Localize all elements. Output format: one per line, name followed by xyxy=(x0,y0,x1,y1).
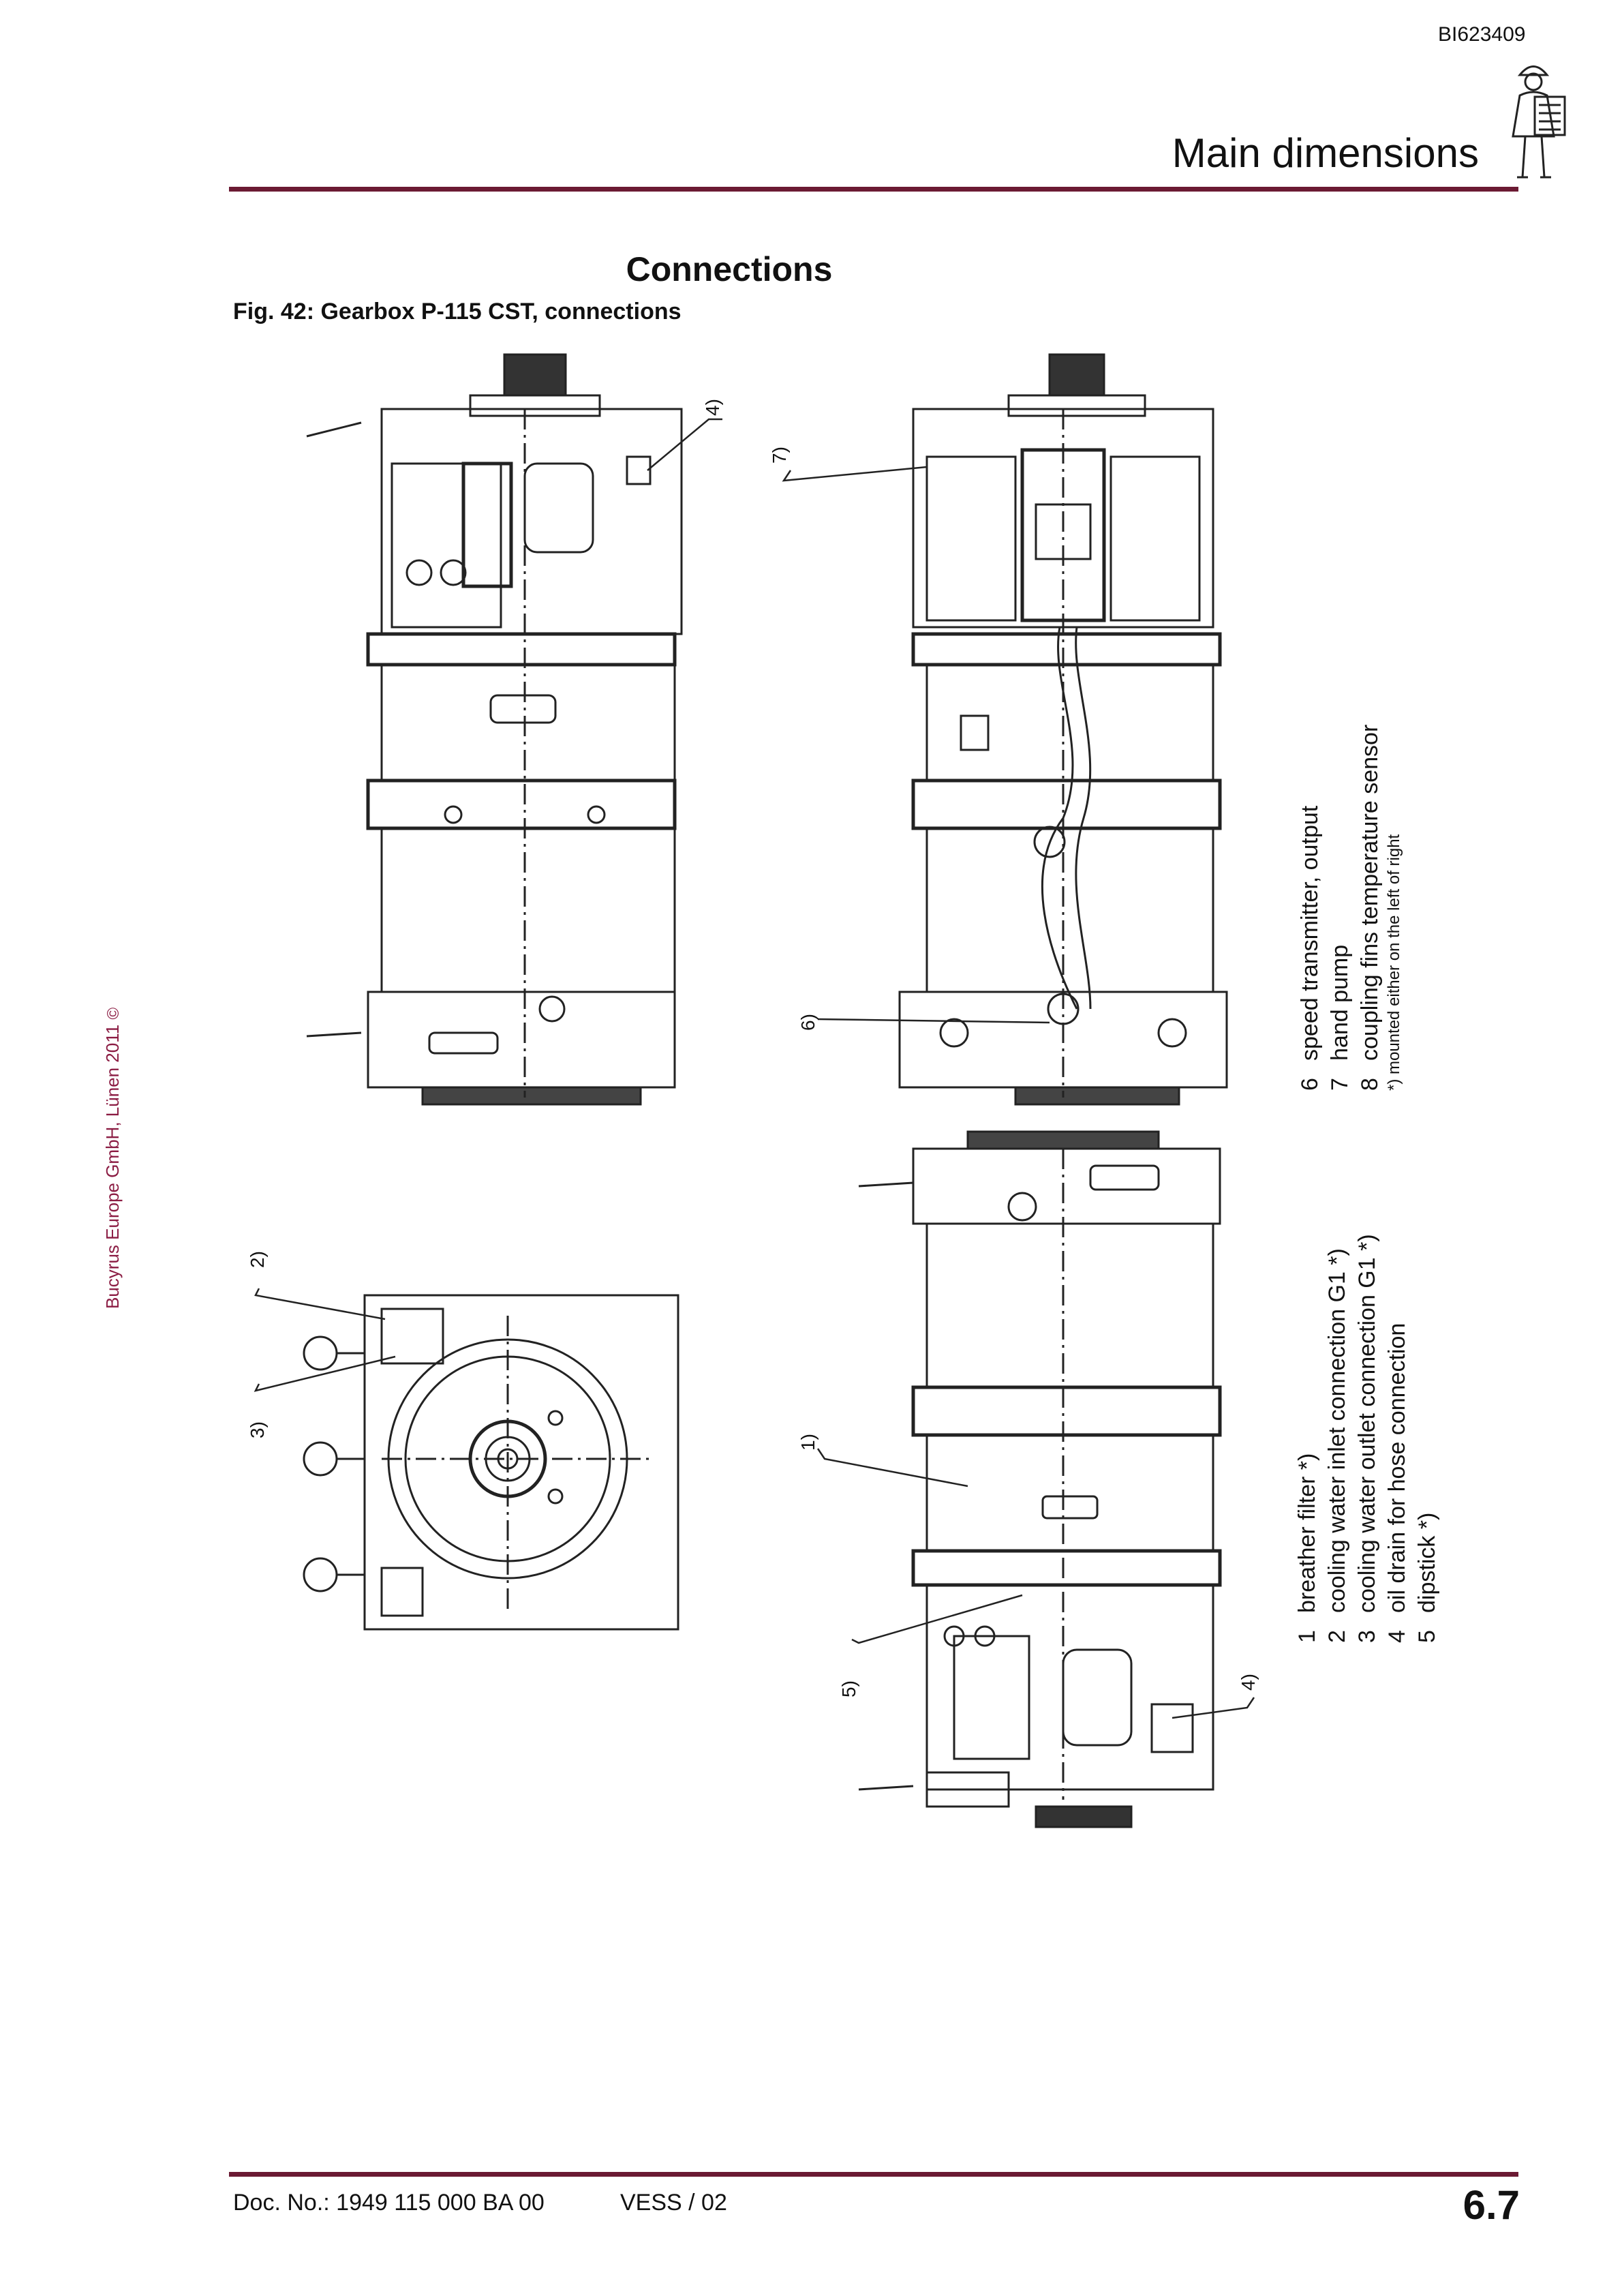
callout-1: 1) xyxy=(797,1434,818,1451)
page-number: 6.7 xyxy=(1463,2182,1520,2228)
callout-3: 3) xyxy=(247,1421,268,1438)
page-title: Connections xyxy=(626,250,833,288)
callout-4-top: 4) xyxy=(702,399,723,416)
gearbox-front-view xyxy=(303,1294,679,1631)
header-rule xyxy=(229,187,1518,192)
legend-item: 2cooling water inlet connection G1 *) xyxy=(1324,1248,1350,1643)
legend-top: 6speed transmitter, output 7hand pump 8c… xyxy=(1295,725,1404,1091)
legend-item: 3cooling water outlet connection G1 *) xyxy=(1354,1234,1380,1643)
callout-6: 6) xyxy=(797,1014,818,1031)
figure-caption: Fig. 42: Gearbox P-115 CST, connections xyxy=(233,299,682,324)
legend-item: 8coupling fins temperature sensor xyxy=(1357,724,1383,1091)
callout-5: 5) xyxy=(838,1680,859,1697)
legend-item: 1breather filter *) xyxy=(1294,1453,1320,1643)
document-id: BI623409 xyxy=(1438,23,1526,46)
gearbox-side-view-b xyxy=(898,353,1228,1106)
legend-bottom: 1breather filter *) 2cooling water inlet… xyxy=(1292,1234,1442,1643)
section-title: Main dimensions xyxy=(1172,130,1479,176)
gearbox-drawing xyxy=(254,353,1255,1828)
legend-item: 4oil drain for hose connection xyxy=(1384,1323,1410,1643)
legend-item: 6speed transmitter, output xyxy=(1297,805,1323,1091)
revision: VESS / 02 xyxy=(620,2190,727,2216)
gearbox-side-view-d xyxy=(858,1130,1222,1828)
callout-4-bottom: 4) xyxy=(1238,1674,1259,1691)
document-number: Doc. No.: 1949 115 000 BA 00 xyxy=(233,2190,545,2216)
callout-leaders xyxy=(254,418,1255,1719)
worker-clipboard-icon xyxy=(1512,65,1566,179)
callout-7: 7) xyxy=(769,447,790,464)
gearbox-side-view-a xyxy=(306,353,683,1106)
callout-2: 2) xyxy=(247,1251,268,1268)
legend-item: 7hand pump xyxy=(1327,944,1353,1091)
legend-item: 5dipstick *) xyxy=(1414,1512,1440,1643)
footer-rule xyxy=(229,2172,1518,2177)
legend-note: *) mounted either on the left of right xyxy=(1385,834,1403,1091)
